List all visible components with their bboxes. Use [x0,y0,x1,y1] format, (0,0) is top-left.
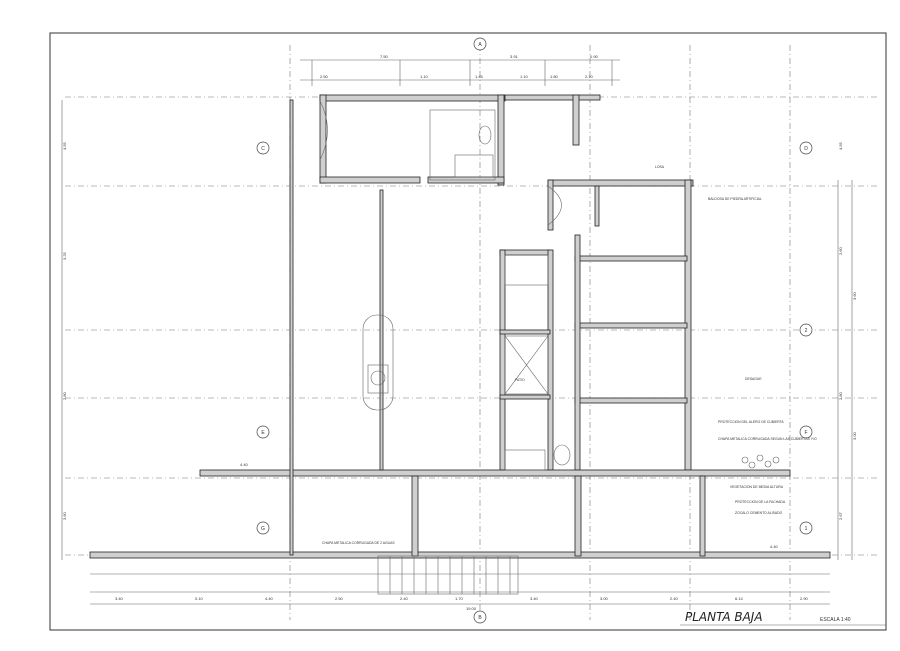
dim-bottom-6: 1.70 [455,596,464,601]
dim-bottom-10: 6.14 [735,596,744,601]
axis-tag: F [799,425,813,439]
dim-right-1: 4.55 [838,141,843,150]
note-proteccion-fachada: PROTECCION DE LA FACHADA [735,500,786,504]
axis-tag: E [256,425,270,439]
axis-tag: B [473,610,487,624]
dim-bottom-11: 2.90 [800,596,809,601]
dimension-lines [61,59,853,605]
sheet-border [49,32,887,631]
dim-bottom-7: 3.40 [530,596,539,601]
note-losa: LOSA [655,165,665,169]
note-vegetacion: VEGETACION DE MEDIA ALTURA [730,485,784,489]
dim-left-3: 2.80 [62,391,67,400]
dim-top-6: 1.45 [475,74,484,79]
dim-top-9: 2.10 [585,74,594,79]
axis-tag: C [256,141,270,155]
dim-bottom-1: 3.40 [115,596,124,601]
axis-tag-label: G [261,526,265,532]
dim-top-3: 0.90 [590,54,599,59]
dim-right-3: 3.60 [852,291,857,300]
dim-porch-left: 4.40 [240,462,249,467]
dim-right-6: 2.67 [838,511,843,520]
dim-bottom-5: 2.40 [400,596,409,601]
walls [89,94,831,559]
note-patio: PATIO [515,378,525,382]
axis-tag: 2 [799,323,813,337]
dim-right-4: 2.80 [838,391,843,400]
axis-tag-label: A [478,42,482,48]
drawing-title: PLANTA BAJA [685,610,763,624]
dim-top-4: 2.50 [320,74,329,79]
dim-bottom-3: 4.40 [265,596,274,601]
drawing-scale: ESCALA 1:40 [820,617,851,623]
note-proteccion-alero: PROTECCION DEL ALERO DE CUBIERTA [718,420,784,424]
note-zocalo: ZOCALO CEMENTO ALISADO [735,511,783,515]
dim-bottom-9: 2.40 [670,596,679,601]
fixtures [319,100,780,595]
axis-tag-label: 1 [805,526,808,532]
dim-left-4: 3.60 [62,511,67,520]
dim-top-1: 7.50 [380,54,389,59]
dim-top-2: 3.91 [510,54,519,59]
dim-bottom-2: 0.10 [195,596,204,601]
dim-bottom-4: 2.50 [335,596,344,601]
dim-top-5: 1.10 [420,74,429,79]
note-chapa-metalica: CHAPA METALICA CORRUGADA SEGUN LAS CUBIE… [718,437,817,441]
note-desague: DESAGUE [745,377,762,381]
axis-tag-label: D [804,146,808,152]
axis-tag: G [256,521,270,535]
dim-bottom-8: 3.00 [600,596,609,601]
dim-right-5: 3.00 [852,431,857,440]
dim-porch-right: 4.40 [770,544,779,549]
axis-tag-label: E [261,430,265,436]
dim-top-7: 1.10 [520,74,529,79]
dim-bottom-total: 19.00 [466,606,477,611]
dim-top-8: 1.80 [550,74,559,79]
dim-left-2: 3.25 [62,251,67,260]
axis-tag-label: 2 [805,328,808,334]
dim-right-2: 2.60 [838,246,843,255]
axis-tag-label: F [804,430,807,436]
note-chapa-corrugada: CHAPA METALICA CORRUGADA DE 2 AGUAS [322,541,395,545]
axis-tag: 1 [799,521,813,535]
axis-tag: A [473,37,487,51]
dim-left-1: 4.55 [62,141,67,150]
axis-grid [65,45,880,620]
axis-tag-label: B [478,615,482,621]
note-baldosa: BALDOSA DE PIEDRA ARTIFICIAL [708,197,762,201]
axis-tag-label: C [261,146,265,152]
axis-tag: D [799,141,813,155]
axis-tags: A B C D E F G 1 2 [256,37,813,624]
